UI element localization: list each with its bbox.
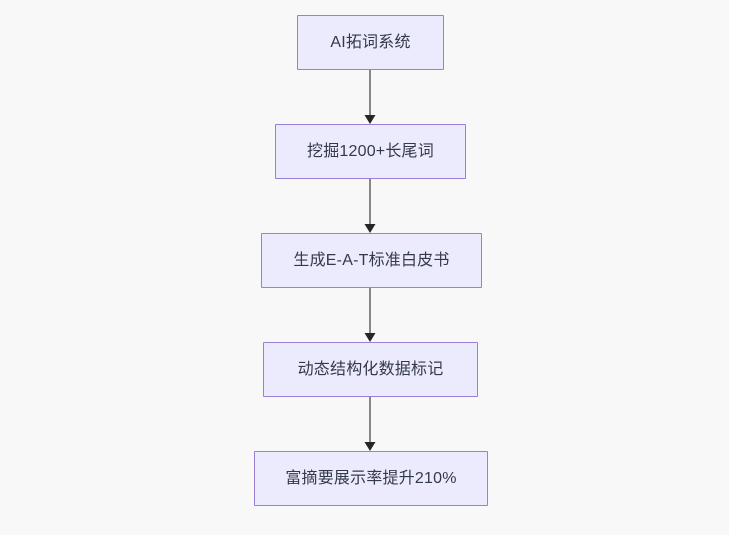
flow-node-label: 挖掘1200+长尾词 (307, 142, 434, 160)
flow-node-n2[interactable]: 挖掘1200+长尾词 (275, 124, 466, 179)
flow-node-label: AI拓词系统 (330, 33, 411, 51)
flow-node-n1[interactable]: AI拓词系统 (297, 15, 444, 70)
flow-node-label: 动态结构化数据标记 (297, 360, 444, 378)
flow-edge-arrow-e4 (364, 442, 376, 451)
flow-node-n4[interactable]: 动态结构化数据标记 (263, 342, 478, 397)
flow-edge-arrow-e1 (364, 115, 376, 124)
flow-node-label: 生成E-A-T标准白皮书 (293, 251, 450, 269)
flow-node-n5[interactable]: 富摘要展示率提升210% (254, 451, 488, 506)
flow-node-n3[interactable]: 生成E-A-T标准白皮书 (261, 233, 482, 288)
flow-edge-arrow-e3 (364, 333, 376, 342)
flow-edge-arrow-e2 (364, 224, 376, 233)
flow-node-label: 富摘要展示率提升210% (285, 469, 457, 487)
